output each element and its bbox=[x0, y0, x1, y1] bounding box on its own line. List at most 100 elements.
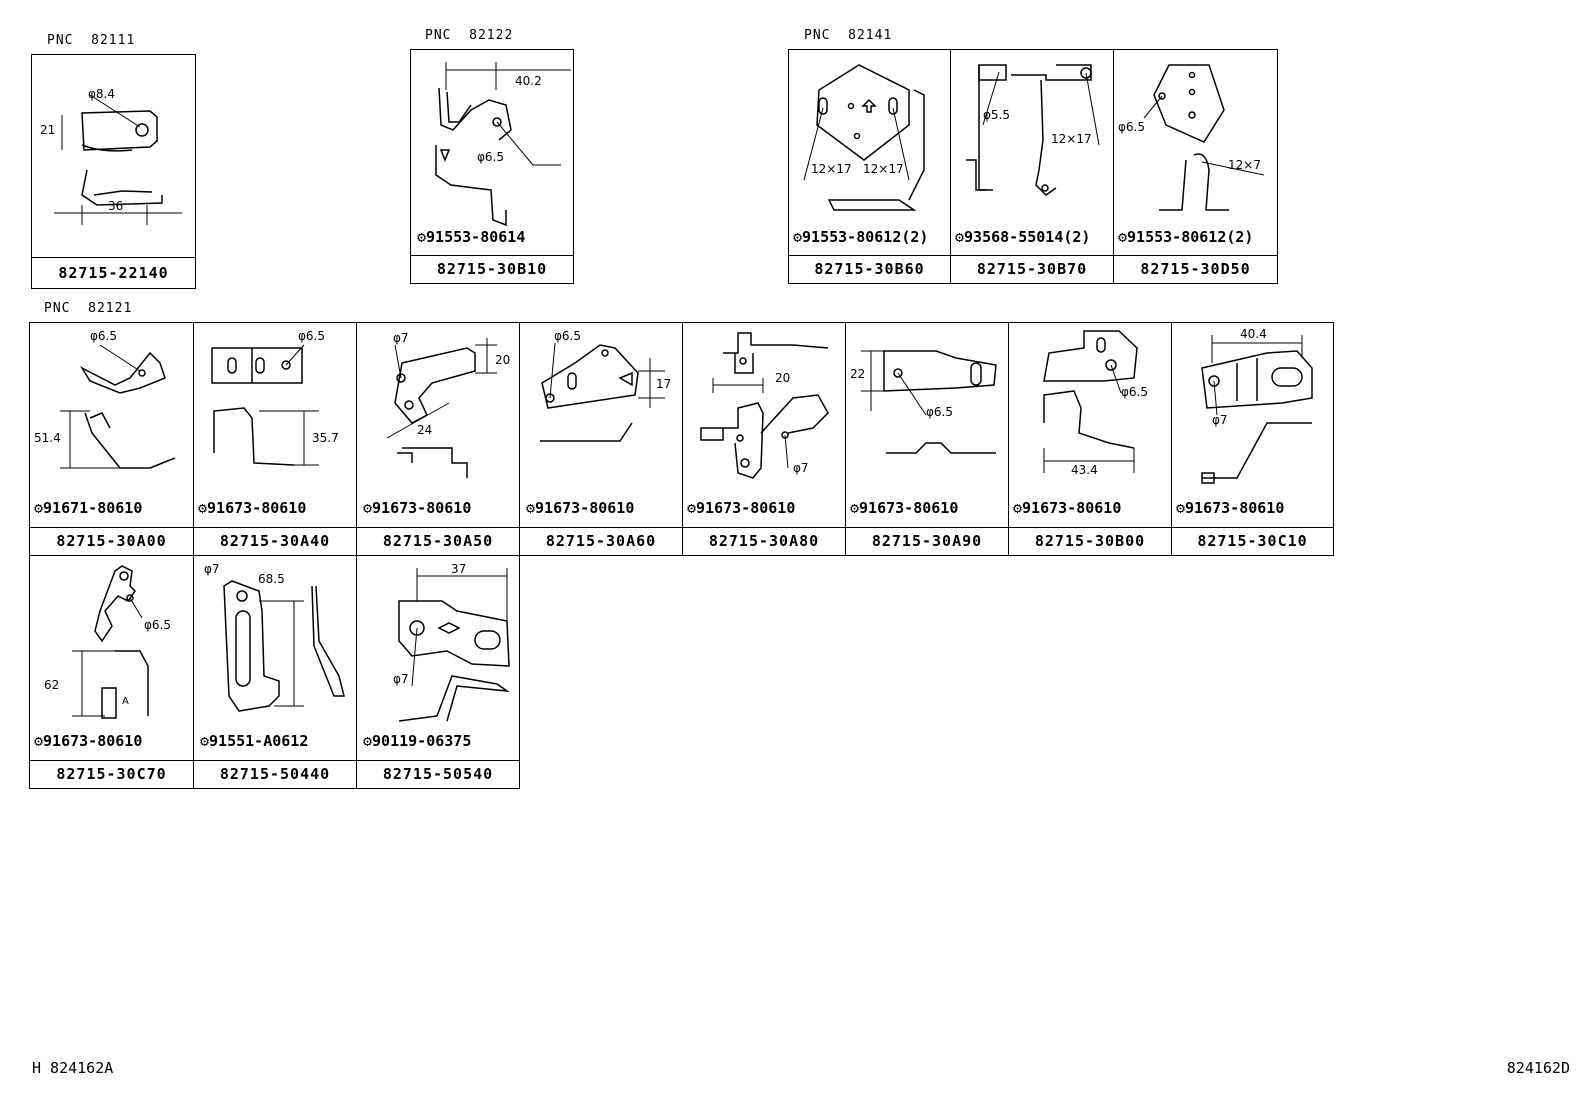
bolt-icon: ⚙ bbox=[850, 499, 860, 517]
part-cell-82715-30A90[interactable]: 22 φ6.5 ⚙91673-80610 82715-30A90 bbox=[845, 322, 1009, 556]
dimension-label: φ6.5 bbox=[477, 150, 504, 164]
bolt-callout: ⚙91671-80610 bbox=[34, 499, 143, 517]
bolt-icon: ⚙ bbox=[1176, 499, 1186, 517]
dimension-label: 35.7 bbox=[312, 431, 339, 445]
bracket-drawing bbox=[1201, 335, 1313, 484]
pnc-label-82122: PNC 82122 bbox=[425, 28, 514, 43]
part-number: 82715-30A80 bbox=[683, 527, 845, 555]
bracket-drawing bbox=[386, 338, 497, 478]
bracket-drawing bbox=[398, 568, 510, 722]
bolt-icon: ⚙ bbox=[687, 499, 697, 517]
screw-icon: ⚙ bbox=[955, 228, 965, 246]
bracket-drawing bbox=[60, 344, 176, 469]
bracket-drawing bbox=[223, 580, 345, 712]
dimension-label: φ6.5 bbox=[90, 329, 117, 343]
part-number: 82715-30A50 bbox=[357, 527, 519, 555]
dimension-label: φ6.5 bbox=[298, 329, 325, 343]
part-number: 82715-30B10 bbox=[411, 255, 573, 283]
part-cell-82715-30A80[interactable]: 20 φ7 ⚙91673-80610 82715-30A80 bbox=[682, 322, 846, 556]
part-cell-82715-30A60[interactable]: φ6.5 17 ⚙91673-80610 82715-30A60 bbox=[519, 322, 683, 556]
part-number: 82715-30D50 bbox=[1114, 255, 1277, 283]
bolt-callout: ⚙90119-06375 bbox=[363, 732, 472, 750]
bolt-icon: ⚙ bbox=[363, 732, 373, 750]
dimension-label: φ6.5 bbox=[1121, 385, 1148, 399]
bolt-icon: ⚙ bbox=[200, 732, 210, 750]
dimension-label: φ5.5 bbox=[983, 108, 1010, 122]
bolt-icon: ⚙ bbox=[198, 499, 208, 517]
dimension-label: 68.5 bbox=[258, 572, 285, 586]
bolt-callout: ⚙91551-A0612 bbox=[200, 732, 309, 750]
dimension-label: φ6.5 bbox=[926, 405, 953, 419]
bolt-callout: ⚙91553-80612(2) bbox=[793, 228, 929, 246]
dimension-label: 12×17 bbox=[1051, 132, 1092, 146]
bolt-icon: ⚙ bbox=[363, 499, 373, 517]
bolt-callout: ⚙91673-80610 bbox=[363, 499, 472, 517]
pnc-label-82141: PNC 82141 bbox=[804, 28, 893, 43]
part-number: 82715-30A40 bbox=[194, 527, 356, 555]
part-cell-82715-30C70[interactable]: φ6.5 62 A ⚙91673-80610 82715-30C70 bbox=[29, 555, 194, 789]
part-number: 82715-50540 bbox=[357, 760, 519, 788]
bolt-callout: ⚙93568-55014(2) bbox=[955, 228, 1091, 246]
diagram-code-left: H 824162A bbox=[32, 1059, 114, 1077]
dimension-label: 36 bbox=[108, 199, 124, 213]
part-cell-82715-50440[interactable]: φ7 68.5 ⚙91551-A0612 82715-50440 bbox=[193, 555, 357, 789]
part-number: 82715-22140 bbox=[32, 257, 195, 288]
bolt-callout: ⚙91553-80614 bbox=[417, 228, 526, 246]
dimension-label: 40.2 bbox=[515, 74, 542, 88]
dimension-label: 17 bbox=[656, 377, 672, 391]
part-number: 82715-30B60 bbox=[789, 255, 950, 283]
dimension-label: 12×17 bbox=[811, 162, 852, 176]
bolt-callout: ⚙91673-80610 bbox=[198, 499, 307, 517]
part-cell-82715-30A00[interactable]: φ6.5 51.4 ⚙91671-80610 82715-30A00 bbox=[29, 322, 194, 556]
part-cell-82715-30B10[interactable]: 40.2 φ6.5 ⚙91553-80614 82715-30B10 bbox=[410, 49, 574, 284]
dimension-label: 12×7 bbox=[1228, 158, 1261, 172]
bolt-callout: ⚙91673-80610 bbox=[850, 499, 959, 517]
dimension-label: 22 bbox=[850, 367, 866, 381]
bracket-drawing bbox=[540, 342, 665, 442]
part-number: 82715-50440 bbox=[194, 760, 356, 788]
part-cell-82715-30A50[interactable]: φ7 20 24 ⚙91673-80610 82715-30A50 bbox=[356, 322, 520, 556]
pnc-label-82121: PNC 82121 bbox=[44, 301, 133, 316]
dimension-label: A bbox=[122, 696, 129, 707]
part-cell-82715-30B00[interactable]: φ6.5 43.4 ⚙91673-80610 82715-30B00 bbox=[1008, 322, 1172, 556]
bolt-icon: ⚙ bbox=[34, 499, 44, 517]
bolt-callout: ⚙91673-80610 bbox=[1013, 499, 1122, 517]
bolt-callout: ⚙91673-80610 bbox=[34, 732, 143, 750]
dimension-label: φ6.5 bbox=[144, 618, 171, 632]
diagram-code-right: 824162D bbox=[1506, 1059, 1570, 1077]
bolt-icon: ⚙ bbox=[793, 228, 803, 246]
bolt-icon: ⚙ bbox=[526, 499, 536, 517]
dimension-label: φ7 bbox=[1212, 413, 1228, 427]
part-cell-82715-30B70[interactable]: φ5.5 12×17 ⚙93568-55014(2) 82715-30B70 bbox=[950, 49, 1114, 284]
bolt-icon: ⚙ bbox=[417, 228, 427, 246]
bracket-drawing bbox=[1143, 64, 1265, 211]
part-cell-82715-30C10[interactable]: 40.4 φ7 ⚙91673-80610 82715-30C10 bbox=[1171, 322, 1334, 556]
dimension-label: 20 bbox=[775, 371, 791, 385]
bracket-drawing bbox=[54, 94, 182, 225]
bolt-icon: ⚙ bbox=[1013, 499, 1023, 517]
dimension-label: 24 bbox=[417, 423, 433, 437]
dimension-label: φ8.4 bbox=[88, 87, 115, 101]
part-number: 82715-30A90 bbox=[846, 527, 1008, 555]
dimension-label: 12×17 bbox=[863, 162, 904, 176]
bracket-drawing bbox=[211, 344, 319, 466]
bolt-callout: ⚙91673-80610 bbox=[687, 499, 796, 517]
part-cell-82715-22140[interactable]: φ8.4 21 36 82715-22140 bbox=[31, 54, 196, 289]
part-cell-82715-30A40[interactable]: φ6.5 35.7 ⚙91673-80610 82715-30A40 bbox=[193, 322, 357, 556]
part-number: 82715-30A60 bbox=[520, 527, 682, 555]
dimension-label: φ6.5 bbox=[554, 329, 581, 343]
dimension-label: 20 bbox=[495, 353, 511, 367]
bolt-callout: ⚙91553-80612(2) bbox=[1118, 228, 1254, 246]
part-cell-82715-50540[interactable]: 37 φ7 ⚙90119-06375 82715-50540 bbox=[356, 555, 520, 789]
part-cell-82715-30B60[interactable]: 12×17 12×17 ⚙91553-80612(2) 82715-30B60 bbox=[788, 49, 951, 284]
dimension-label: 62 bbox=[44, 678, 60, 692]
dimension-label: φ7 bbox=[393, 331, 409, 345]
dimension-label: φ6.5 bbox=[1118, 120, 1145, 134]
dimension-label: 43.4 bbox=[1071, 463, 1098, 477]
part-cell-82715-30D50[interactable]: φ6.5 12×7 ⚙91553-80612(2) 82715-30D50 bbox=[1113, 49, 1278, 284]
bracket-drawing bbox=[861, 350, 997, 454]
bracket-drawing bbox=[700, 332, 829, 479]
dimension-label: 37 bbox=[451, 562, 467, 576]
part-number: 82715-30C70 bbox=[30, 760, 193, 788]
bolt-callout: ⚙91673-80610 bbox=[526, 499, 635, 517]
